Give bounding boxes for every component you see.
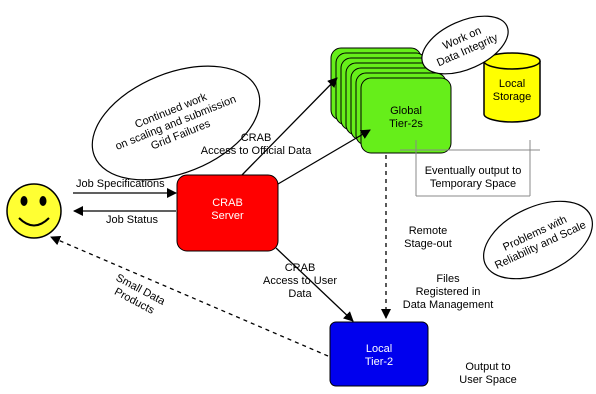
- eventually-output-line-1: Eventually output to: [424, 165, 522, 177]
- crab-user-line-1: CRAB: [284, 262, 316, 274]
- files-registered-label: Files Registered in Data Management: [396, 273, 500, 312]
- crab-server-label: CRAB Server: [177, 197, 278, 223]
- files-registered-line-2: Registered in: [415, 286, 481, 298]
- arrow-crab-to-global: [277, 129, 371, 185]
- crab-official-line-1: CRAB: [240, 132, 272, 144]
- global-tier2-label: Global Tier-2s: [361, 105, 451, 131]
- job-specifications-label: Job Specifications: [76, 178, 165, 190]
- remote-stageout-line-1: Remote: [408, 225, 448, 237]
- job-status-label: Job Status: [106, 214, 158, 226]
- crab-user-line-2: Access to User: [263, 275, 337, 287]
- local-storage-label: Local Storage: [484, 78, 540, 104]
- crab-official-label: CRAB Access to Official Data: [186, 132, 326, 158]
- remote-stageout-line-2: Stage-out: [404, 238, 452, 250]
- global-tier2-label-line-2: Tier-2s: [389, 118, 423, 130]
- local-tier2-box: [329, 321, 429, 387]
- eventually-output-line-2: Temporary Space: [429, 178, 517, 190]
- local-tier2-label-line-1: Local: [365, 343, 393, 355]
- crab-server-label-line-2: Server: [211, 210, 244, 222]
- crab-server-box: [176, 174, 279, 252]
- crab-user-label: CRAB Access to User Data: [258, 262, 342, 301]
- note-ellipse-data-integrity: [421, 15, 509, 75]
- remote-stageout-label: Remote Stage-out: [398, 225, 458, 251]
- crab-server-label-line-1: CRAB: [212, 197, 243, 209]
- crab-official-line-2: Access to Official Data: [200, 145, 312, 157]
- arrow-crab-to-local: [275, 247, 354, 322]
- output-user-label: Output to User Space: [448, 361, 528, 387]
- crab-user-line-3: Data: [288, 288, 312, 300]
- eventually-output-bracket: [400, 140, 540, 197]
- local-storage-label-line-1: Local: [498, 78, 526, 90]
- eventually-output-label: Eventually output to Temporary Space: [418, 165, 528, 191]
- arrow-crab-to-official: [241, 77, 338, 176]
- local-tier2-label: Local Tier-2: [330, 343, 428, 369]
- files-registered-line-3: Data Management: [402, 299, 494, 311]
- output-user-line-1: Output to: [465, 361, 511, 373]
- global-tier2-stack: [330, 47, 452, 154]
- note-ellipse-continued-work: [91, 65, 261, 181]
- output-user-line-2: User Space: [459, 374, 517, 386]
- local-storage-label-line-2: Storage: [492, 91, 532, 103]
- arrow-local-to-user: [50, 235, 329, 357]
- local-tier2-label-line-2: Tier-2: [364, 356, 394, 368]
- local-storage-cylinder: [483, 52, 541, 123]
- note-ellipse-reliability: [483, 200, 593, 280]
- global-tier2-label-line-1: Global: [390, 105, 422, 117]
- smiley-face-icon: [6, 183, 62, 239]
- files-registered-line-1: Files: [436, 273, 460, 285]
